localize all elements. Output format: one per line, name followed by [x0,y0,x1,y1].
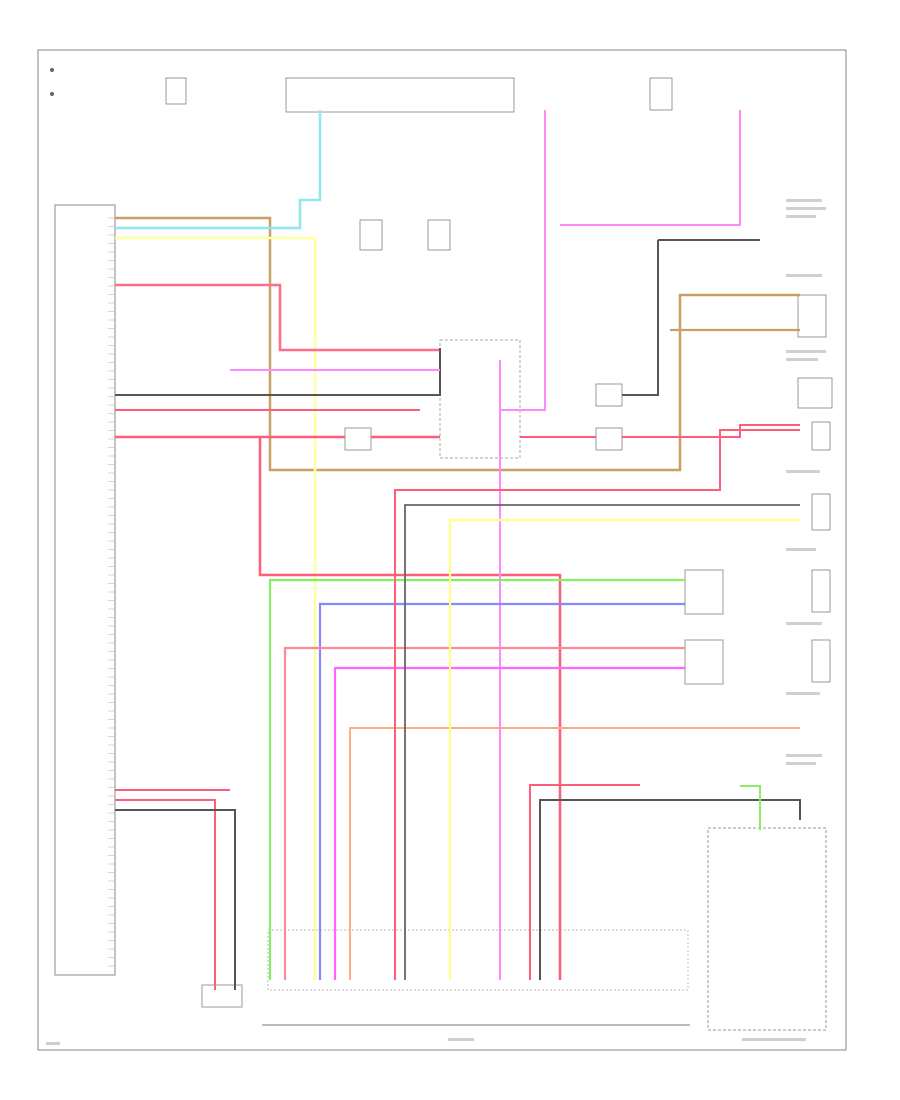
diagram-border [37,49,847,1051]
speed-sensor-box-1 [684,569,724,615]
wire-magenta-3 [560,110,741,226]
right-components [707,294,833,1031]
wire-black-6 [622,240,659,396]
wire-pink-2 [283,646,685,980]
wire-black-2 [404,504,800,980]
relay-box-center-1 [359,219,383,251]
right-connector-a [811,421,831,451]
right-connector-b [811,493,831,531]
bottom-connector-row [267,929,689,991]
main-ecu-box [54,204,116,976]
right-labels [786,199,826,765]
wire-black-3 [539,799,801,980]
wire-blue [318,602,685,980]
label-placeholder [786,692,820,695]
center-components [344,339,724,685]
label-placeholder [786,207,826,210]
wires [115,110,801,990]
wire-red-6 [394,429,800,980]
wire-black-4 [115,809,236,990]
combination-meter-box [707,827,827,1031]
top-relay-box-2 [649,77,673,111]
label-placeholder [786,622,822,625]
center-sensor-box [344,427,372,451]
wire-red-loop [258,437,562,980]
wire-tan [115,216,800,472]
label-placeholder [786,470,820,473]
wire-red-7 [529,784,640,980]
pin-ticks [108,217,115,967]
wire-orange [349,727,800,980]
top-components [165,77,673,251]
wire-pink [115,283,440,352]
junction-block-box [439,339,521,459]
speed-sensor-box-2 [684,639,724,685]
wire-magenta-2 [500,110,546,411]
wire-yellow-2 [448,518,800,980]
footer [46,1038,806,1045]
wire-green-2 [740,785,761,830]
wire-magenta-4 [333,666,685,980]
label-placeholder [786,754,822,757]
footer-right-mark [742,1038,806,1041]
right-sensor-box [797,377,833,409]
legend [50,68,54,96]
main-ecu-connector [54,204,116,976]
top-relay-box-1 [165,77,187,105]
bottom-components [201,929,690,1026]
label-placeholder [786,548,816,551]
solenoid-box [595,427,623,451]
wire-black-1 [115,348,441,396]
right-switch-box [797,294,827,338]
label-placeholder [786,762,816,765]
label-placeholder [786,199,822,202]
bottom-unit-box [201,984,243,1008]
relay-box-center-2 [427,219,451,251]
wire-red-9 [115,799,216,990]
fuse-block-box [285,77,515,113]
label-placeholder [786,215,816,218]
right-connector-c [811,569,831,613]
sensor-box-right [595,383,623,407]
label-placeholder [786,274,822,277]
right-connector-d [811,639,831,683]
wire-green [268,578,685,980]
label-placeholder [786,358,818,361]
footer-center-mark [448,1038,474,1041]
label-placeholder [786,350,826,353]
footer-code-mark [46,1042,60,1045]
legend-marker-1 [50,68,54,72]
legend-marker-2 [50,92,54,96]
wire-cyan [115,110,322,230]
wire-yellow-1 [115,236,317,980]
